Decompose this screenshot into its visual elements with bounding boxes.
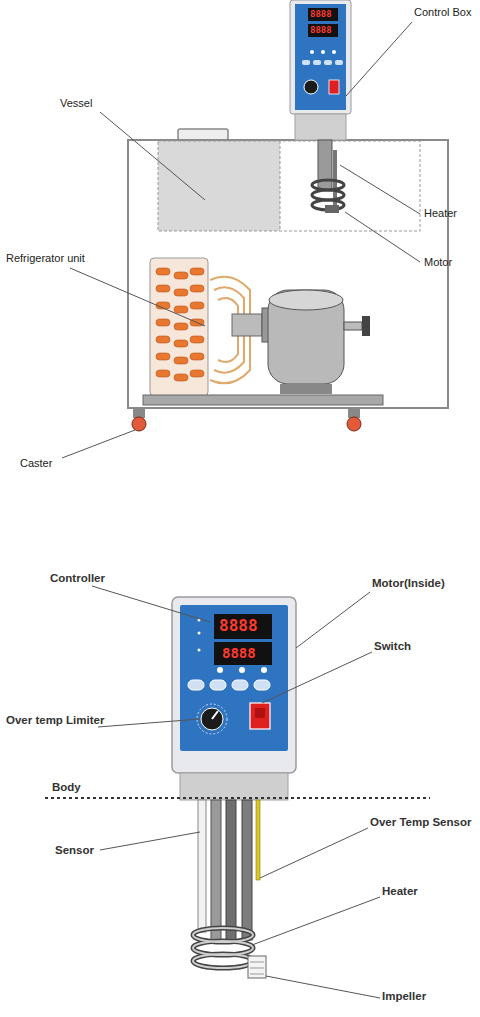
refrigerator-unit bbox=[143, 258, 383, 405]
part-label: Over temp Limiter bbox=[6, 714, 104, 727]
part-label: Body bbox=[52, 781, 81, 794]
part-label: Motor bbox=[424, 256, 452, 269]
part-label: Motor(Inside) bbox=[372, 577, 445, 590]
display-digits: 8888 bbox=[310, 10, 332, 19]
body-line bbox=[45, 797, 430, 799]
control-box bbox=[290, 0, 351, 140]
leader-lines bbox=[62, 22, 420, 458]
part-label: Sensor bbox=[55, 844, 94, 857]
cabinet bbox=[128, 129, 448, 408]
display-digits: 8888 bbox=[310, 26, 332, 35]
part-label: Over Temp Sensor bbox=[370, 816, 471, 829]
control-head bbox=[172, 597, 296, 800]
leader-lines bbox=[92, 586, 380, 998]
casters bbox=[132, 408, 361, 431]
part-label: Heater bbox=[424, 207, 457, 220]
probes bbox=[193, 800, 266, 978]
heater-motor bbox=[312, 140, 344, 213]
display-digits: 8888 bbox=[219, 618, 258, 634]
part-label: Vessel bbox=[60, 97, 92, 110]
part-label: Refrigerator unit bbox=[6, 252, 85, 265]
part-label: Switch bbox=[374, 640, 411, 653]
display-digits: 8888 bbox=[222, 646, 256, 660]
part-label: Impeller bbox=[382, 990, 426, 1003]
part-label: Controller bbox=[50, 572, 105, 585]
part-label: Caster bbox=[20, 457, 52, 470]
part-label: Control Box bbox=[414, 6, 471, 19]
part-label: Heater bbox=[382, 885, 418, 898]
